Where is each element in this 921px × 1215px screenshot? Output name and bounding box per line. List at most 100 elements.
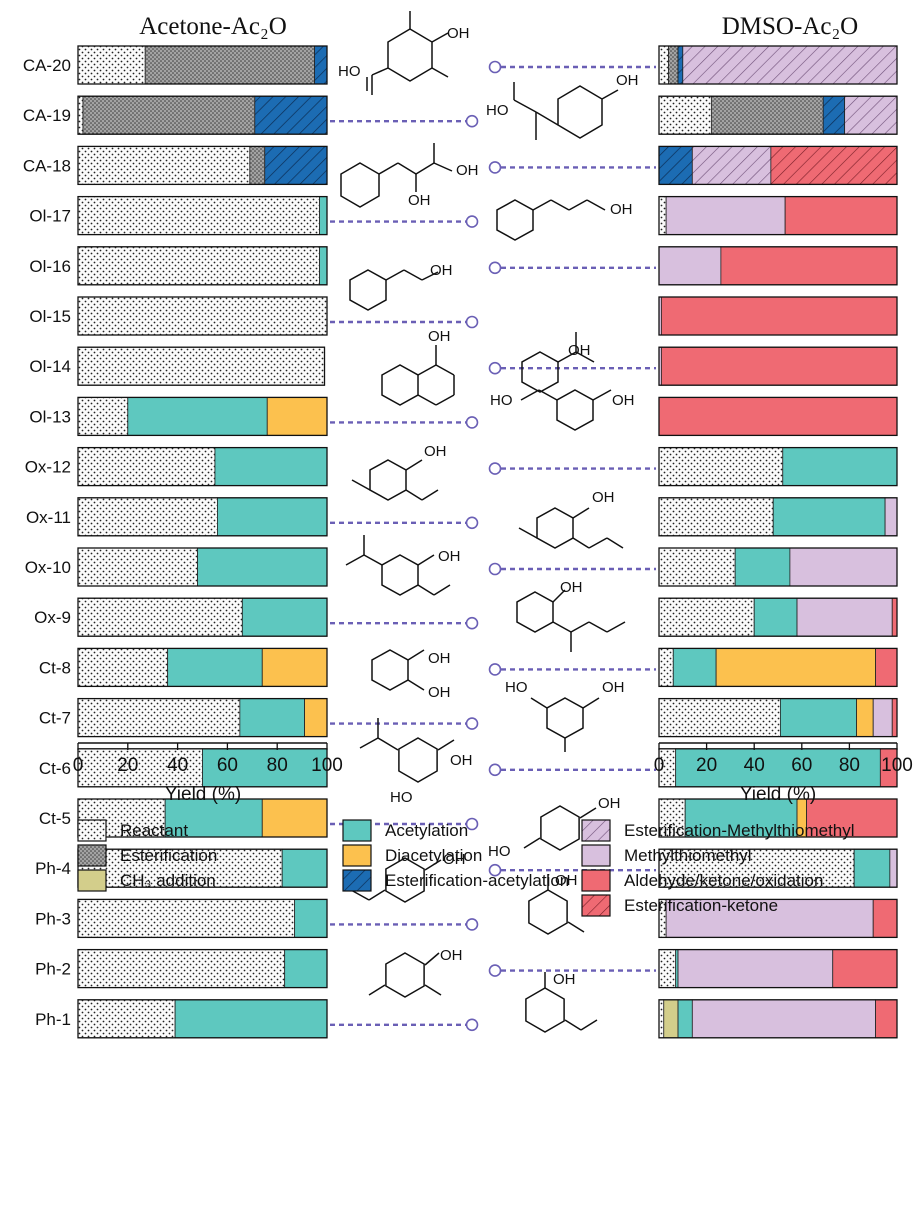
- molecule-ca18: [340, 143, 453, 208]
- bar-right-ca-20-reactant: [658, 45, 669, 85]
- molecule-ox11: [518, 507, 624, 549]
- connector-dot-ca-20: [488, 60, 502, 74]
- connector-dot-ct-6: [488, 763, 502, 777]
- bar-outline-left-ct-7: [77, 697, 328, 738]
- bar-right-ct-8-reactant: [658, 648, 674, 687]
- legend-label-ch-addition: CH₃ addition: [120, 871, 216, 890]
- bar-right-ol-13-aldehyde-ketone-oxidation: [658, 396, 898, 436]
- category-label-ct-6: Ct-6: [39, 759, 71, 778]
- molecule-ca20: [366, 11, 449, 95]
- bar-left-ol-15-reactant: [77, 296, 328, 336]
- bar-right-ol-15-aldehyde-ketone-oxidation: [660, 296, 898, 336]
- mol-ol14-label-1: OH: [428, 328, 451, 345]
- bar-outline-right-ph-1: [658, 999, 898, 1039]
- bar-right-ph-3-aldehyde-ketone-oxidation: [872, 899, 898, 938]
- bar-left-ct-6-acetylation: [202, 748, 328, 788]
- mol-ca19-label-1: HO: [486, 102, 509, 119]
- connector-dot-ph-2: [488, 964, 502, 977]
- bar-left-ph-3-acetylation: [294, 899, 328, 938]
- legend-swatch-aldehyde-ketone-oxidation: [581, 869, 611, 892]
- connector-dot-ca-19: [465, 114, 479, 128]
- mol-ca20-label-1: HO: [338, 63, 361, 80]
- bar-right-ox-9-acetylation: [753, 597, 798, 637]
- connector-dot-ph-4: [488, 863, 502, 877]
- bar-right-ct-5-aldehyde-ketone-oxidation: [806, 798, 898, 838]
- category-labels: CA-20CA-19CA-18Ol-17Ol-16Ol-15Ol-14Ol-13…: [23, 56, 71, 1029]
- bar-outline-left-ph-3: [77, 898, 328, 939]
- bar-outline-left-ph-1: [77, 999, 328, 1039]
- bar-right-ca-19-esterification: [710, 95, 824, 135]
- bar-right-ca-19-esterification-methylthiomethyl: [844, 95, 898, 135]
- bar-right-ox-11-acetylation: [772, 497, 886, 537]
- bar-left-ct-8-acetylation: [167, 648, 263, 687]
- mol-ct7-label-2: OH: [602, 679, 625, 696]
- bar-outline-left-ct-8: [77, 647, 328, 688]
- category-label-ph-4: Ph-4: [35, 859, 71, 878]
- bar-right-ox-9-aldehyde-ketone-oxidation: [891, 597, 898, 637]
- legend-swatch-ch-addition: [77, 869, 107, 892]
- bar-left-ox-10-acetylation: [197, 547, 328, 587]
- bar-outline-right-ph-3: [658, 898, 898, 939]
- category-label-ph-1: Ph-1: [35, 1010, 71, 1029]
- bar-left-ph-1-acetylation: [174, 999, 328, 1039]
- category-label-ca-19: CA-19: [23, 106, 71, 125]
- bar-left-ca-18-reactant: [77, 145, 251, 185]
- connector-dot-ct-8: [488, 663, 502, 676]
- legend-label-reactant: Reactant: [120, 821, 188, 840]
- bar-right-ox-10-methylthiomethyl: [789, 547, 898, 587]
- bar-outline-right-ol-13: [658, 396, 898, 437]
- molecule-ph2: [368, 952, 442, 998]
- molecule-ol13: [520, 389, 612, 431]
- bar-left-ph-4-reactant: [77, 848, 283, 888]
- bar-left-ct-7-reactant: [77, 698, 241, 737]
- bar-right-ol-16-methylthiomethyl: [658, 246, 722, 286]
- bar-left-ol-13-acetylation: [127, 396, 268, 436]
- category-label-ct-7: Ct-7: [39, 709, 71, 728]
- molecule-ol16: [349, 269, 439, 311]
- bar-right-ca-20-esterification-methylthiomethyl: [682, 45, 898, 85]
- bar-left-ca-20-reactant: [77, 45, 146, 85]
- bar-left-ph-3-reactant: [77, 899, 296, 938]
- bar-outline-left-ca-20: [77, 45, 328, 85]
- bar-outline-right-ol-16: [658, 246, 898, 286]
- molecule-ct6: [359, 718, 455, 783]
- molecule-ct5: [523, 805, 597, 851]
- category-label-ol-14: Ol-14: [29, 357, 71, 376]
- connector-dot-ox-9: [465, 616, 479, 630]
- bar-left-ca-20-esterification: [144, 45, 315, 85]
- category-label-ox-9: Ox-9: [34, 608, 71, 627]
- mol-ol17-label-1: OH: [610, 201, 633, 218]
- mol-ph4-label-1: OH: [443, 851, 466, 868]
- legend-label-esterification-methylthiomethyl: Esterification-Methylthiomethyl: [624, 821, 855, 840]
- tick-label-right-2: 40: [744, 755, 765, 776]
- bar-left-ol-14-reactant: [77, 346, 325, 386]
- bar-left-ca-19-esterification: [82, 95, 256, 135]
- bar-right-ct-7-aldehyde-ketone-oxidation: [891, 698, 898, 737]
- connector-dot-ca-18: [488, 161, 502, 174]
- mol-ct5-label-2: HO: [488, 843, 511, 860]
- category-label-ox-12: Ox-12: [25, 458, 71, 477]
- category-label-ol-17: Ol-17: [29, 207, 71, 226]
- category-label-ol-13: Ol-13: [29, 407, 71, 426]
- bar-left-ol-16-reactant: [77, 246, 320, 286]
- bar-left-ox-12-acetylation: [214, 447, 328, 487]
- legend-swatch-acetylation: [342, 819, 372, 842]
- bar-left-ca-18-esterification: [249, 145, 266, 185]
- bar-right-ca-18-esterification-methylthiomethyl: [691, 145, 772, 185]
- molecule-ca19: [513, 82, 619, 140]
- bar-outline-left-ph-2: [77, 948, 328, 989]
- bar-right-ox-9-methylthiomethyl: [796, 597, 893, 637]
- bar-right-ca-18-esterification-acetylation: [658, 145, 693, 185]
- bar-outline-right-ca-18: [658, 145, 898, 186]
- bar-right-ct-7-methylthiomethyl: [872, 698, 893, 737]
- bar-outline-left-ol-14: [77, 346, 326, 386]
- bar-outline-left-ol-17: [77, 195, 328, 236]
- bar-outline-left-ox-11: [77, 497, 328, 537]
- bar-left-ca-19-reactant: [77, 95, 84, 135]
- legend-swatch-esterification-ketone: [581, 894, 611, 917]
- bar-right-ph-1-methylthiomethyl: [691, 999, 876, 1039]
- bar-outline-right-ox-12: [658, 446, 898, 487]
- left-x-axis-label: Yield (%): [165, 784, 241, 805]
